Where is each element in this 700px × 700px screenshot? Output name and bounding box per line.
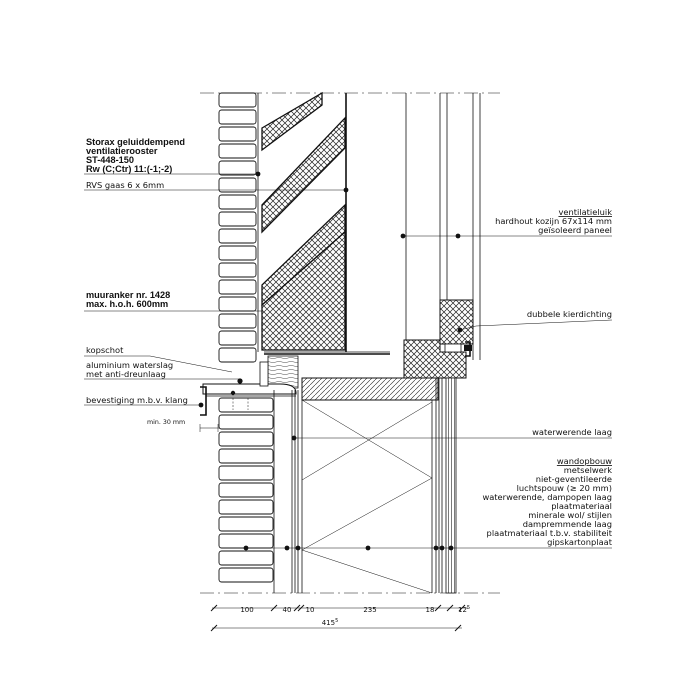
wall-build-up bbox=[273, 377, 457, 594]
label-grille-rw: Rw (C;Ctr) 11:(-1;-2) bbox=[86, 164, 172, 174]
brick bbox=[218, 414, 274, 430]
sill-construction bbox=[200, 355, 439, 416]
right-labels: ventilatieluik hardhout kozijn 67x114 mm… bbox=[482, 207, 612, 547]
label-wall-layer-8: gipskartonplaat bbox=[547, 537, 613, 547]
label-wall-layer-6: dampremmende laag bbox=[523, 519, 612, 529]
brick bbox=[218, 448, 274, 464]
label-wall-layer-3: waterwerende, dampopen laag bbox=[482, 492, 612, 502]
dim-text-0: 100 bbox=[240, 606, 253, 614]
label-frame: hardhout kozijn 67x114 mm bbox=[495, 216, 612, 226]
masonry-wall-lower bbox=[218, 397, 274, 583]
brick bbox=[218, 262, 257, 278]
brick bbox=[218, 211, 257, 227]
dim-text-2: 10 bbox=[306, 606, 315, 614]
brick bbox=[218, 194, 257, 210]
dim-text-3: 235 bbox=[363, 606, 376, 614]
brick bbox=[218, 126, 257, 142]
dim-tick bbox=[293, 604, 301, 612]
brick bbox=[218, 177, 257, 193]
label-seal: dubbele kierdichting bbox=[527, 309, 612, 319]
brick bbox=[218, 516, 274, 532]
window-frame bbox=[403, 93, 481, 379]
dim-tick bbox=[458, 604, 466, 612]
dim-tick bbox=[270, 604, 278, 612]
label-fixing: bevestiging m.b.v. klang bbox=[86, 395, 188, 405]
dim-text-4: 18 bbox=[426, 606, 435, 614]
brick bbox=[218, 482, 274, 498]
label-wall-layer-0: metselwerk bbox=[564, 465, 612, 475]
dimension-lines bbox=[210, 604, 468, 632]
label-panel: geïsoleerd paneel bbox=[538, 225, 612, 235]
brick bbox=[218, 431, 274, 447]
brick bbox=[218, 465, 274, 481]
brick bbox=[218, 550, 274, 566]
brick bbox=[218, 330, 257, 346]
brick bbox=[218, 160, 257, 176]
dim-tick bbox=[434, 604, 442, 612]
label-membrane: waterwerende laag bbox=[532, 427, 612, 437]
dim-text-last: 125 bbox=[458, 605, 470, 614]
label-wall-title: wandopbouw bbox=[557, 456, 612, 466]
label-anchor-2: max. h.o.h. 600mm bbox=[86, 299, 168, 309]
dim-tick-total bbox=[210, 624, 218, 632]
brick bbox=[218, 92, 257, 108]
brick bbox=[218, 143, 257, 159]
label-wall-layer-1: niet-geventileerde bbox=[536, 474, 612, 484]
ventilation-grille bbox=[257, 91, 390, 355]
brick bbox=[218, 228, 257, 244]
dim-text-total: 4155 bbox=[322, 618, 339, 627]
label-wall-layer-2: luchtspouw (≥ 20 mm) bbox=[517, 483, 612, 493]
label-wall-layer-5: minerale wol/ stijlen bbox=[528, 510, 612, 520]
dim-tick bbox=[297, 604, 305, 612]
brick bbox=[218, 109, 257, 125]
label-wall-layer-7: plaatmateriaal t.b.v. stabiliteit bbox=[487, 528, 613, 538]
brick bbox=[218, 245, 257, 261]
label-wall-layer-4: plaatmateriaal bbox=[551, 501, 612, 511]
dimension-texts: 100 40 10 235 18 125 4155 bbox=[240, 605, 470, 627]
dim-tick bbox=[446, 604, 454, 612]
label-hatch: ventilatieluik bbox=[558, 207, 612, 217]
label-gauze: RVS gaas 6 x 6mm bbox=[86, 180, 164, 190]
label-grille-title-2: ventilatierooster bbox=[86, 146, 158, 156]
masonry-wall bbox=[218, 92, 257, 363]
dim-text-1: 40 bbox=[283, 606, 292, 614]
dim-tick bbox=[210, 604, 218, 612]
brick bbox=[218, 347, 257, 363]
dim-tick-total bbox=[454, 624, 462, 632]
label-grille-title-1: Storax geluiddempend bbox=[86, 137, 185, 147]
brick bbox=[218, 296, 257, 312]
left-labels: Storax geluiddempend ventilatierooster S… bbox=[86, 137, 188, 426]
brick bbox=[218, 313, 257, 329]
leader-lines bbox=[84, 171, 613, 551]
brick bbox=[218, 397, 274, 413]
brick bbox=[218, 499, 274, 515]
label-cap: kopschot bbox=[86, 345, 124, 355]
label-anchor-1: muuranker nr. 1428 bbox=[86, 290, 170, 300]
label-sill-1: aluminium waterslag bbox=[86, 360, 173, 370]
label-min: min. 30 mm bbox=[147, 419, 185, 426]
brick bbox=[218, 279, 257, 295]
brick bbox=[218, 567, 274, 583]
label-grille-code: ST-448-150 bbox=[86, 155, 134, 165]
label-sill-2: met anti-dreunlaag bbox=[86, 369, 166, 379]
